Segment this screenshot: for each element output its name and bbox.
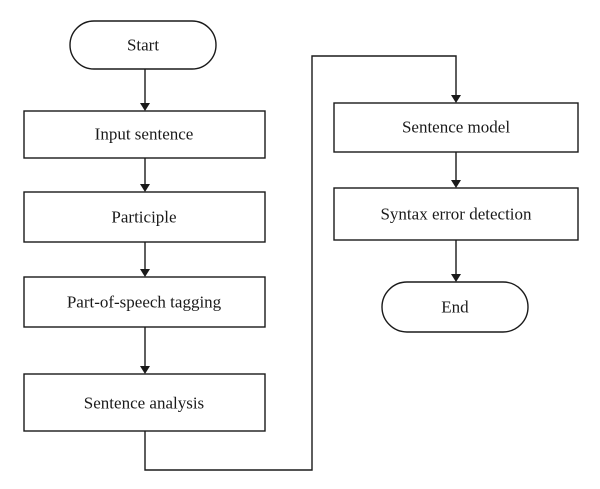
process-sentence-model-box	[333, 102, 579, 153]
process-sentence-model: Sentence model	[333, 102, 579, 153]
process-input-sentence-label: Input sentence	[95, 125, 194, 144]
terminal-end-shape	[381, 281, 529, 333]
arrowhead	[140, 184, 150, 192]
terminal-start: Start	[69, 20, 217, 70]
process-pos-tagging-label: Part-of-speech tagging	[67, 293, 222, 312]
arrowhead	[451, 180, 461, 188]
process-sentence-model-label: Sentence model	[402, 118, 510, 137]
process-sentence-analysis-box	[23, 373, 266, 432]
process-syntax-error-detection: Syntax error detection	[333, 187, 579, 241]
process-sentence-analysis: Sentence analysis	[23, 373, 266, 432]
arrowhead	[451, 95, 461, 103]
process-participle-label: Participle	[111, 208, 176, 227]
arrowhead	[140, 103, 150, 111]
process-syntax-error-detection-label: Syntax error detection	[380, 205, 532, 224]
process-input-sentence-box	[23, 110, 266, 159]
edge-analysis-to-model	[144, 55, 457, 471]
terminal-start-label: Start	[127, 36, 159, 55]
process-pos-tagging: Part-of-speech tagging	[23, 276, 266, 328]
process-sentence-analysis-label: Sentence analysis	[84, 394, 204, 413]
arrowhead	[451, 274, 461, 282]
terminal-end: End	[381, 281, 529, 333]
process-participle: Participle	[23, 191, 266, 243]
process-syntax-error-detection-box	[333, 187, 579, 241]
arrowhead	[140, 269, 150, 277]
arrowhead	[140, 366, 150, 374]
process-pos-tagging-box	[23, 276, 266, 328]
process-participle-box	[23, 191, 266, 243]
terminal-end-label: End	[441, 298, 469, 317]
connectors	[140, 55, 461, 471]
terminal-start-shape	[69, 20, 217, 70]
process-input-sentence: Input sentence	[23, 110, 266, 159]
